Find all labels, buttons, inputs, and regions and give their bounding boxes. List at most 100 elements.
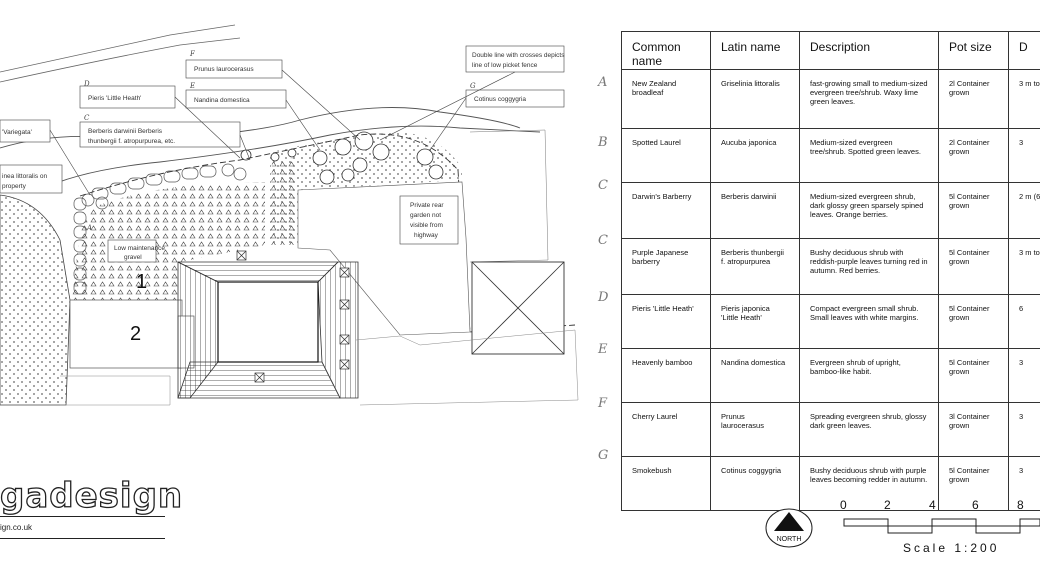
- label-garden: Private rear: [410, 202, 444, 209]
- cell-pot: 5l Container grown: [938, 348, 1009, 403]
- cell-description: Evergreen shrub of upright, bamboo-like …: [799, 348, 939, 403]
- table-row: Spotted Laurel Aucuba japonica Medium-si…: [621, 128, 1040, 183]
- table-row: Smokebush Cotinus coggygria Bushy decidu…: [621, 456, 1040, 511]
- label-nandina: Nandina domestica: [194, 97, 250, 104]
- cell-common: Cherry Laurel: [621, 402, 711, 457]
- house-core: [217, 281, 319, 363]
- table-row: Darwin's Barberry Berberis darwinii Medi…: [621, 182, 1040, 239]
- scale-caption: Scale 1:200: [903, 541, 1000, 555]
- cell-description: Medium-sized evergreen tree/shrub. Spott…: [799, 128, 939, 183]
- road-line: [0, 37, 241, 83]
- row-letter-a: A: [598, 75, 608, 90]
- label-prunus: Prunus laurocerasus: [194, 66, 254, 73]
- scale-bar: [843, 518, 1040, 534]
- row-letter-e: E: [598, 342, 608, 357]
- cell-d: 3: [1008, 402, 1040, 457]
- cell-d: 3: [1008, 128, 1040, 183]
- table-row: Pieris 'Little Heath' Pieris japonica 'L…: [621, 294, 1040, 349]
- cell-latin: Pieris japonica 'Little Heath': [710, 294, 800, 349]
- cell-description: Medium-sized evergreen shrub, dark gloss…: [799, 182, 939, 239]
- label-fence: Double line with crosses depicts: [472, 52, 565, 59]
- plant-schedule-table: Common name Latin name Description Pot s…: [621, 31, 1040, 511]
- planter-boxes: [236, 250, 350, 383]
- scale-tick-6: 6: [972, 498, 979, 512]
- label-pieris: Pieris 'Little Heath': [88, 95, 141, 102]
- label-variegata: 'Variegata': [2, 129, 32, 136]
- table-row: Purple Japanese barberry Berberis thunbe…: [621, 238, 1040, 295]
- driveway: [69, 299, 183, 369]
- cell-d: 3: [1008, 348, 1040, 403]
- decking-left: [177, 261, 219, 399]
- cell-latin: Berberis darwinii: [710, 182, 800, 239]
- row-letter-b: B: [598, 135, 608, 150]
- boundary-curve: [0, 107, 521, 149]
- table-row: New Zealand broadleaf Griselinia littora…: [621, 69, 1040, 129]
- scale-tick-2: 2: [884, 498, 891, 512]
- cell-description: Compact evergreen small shrub. Small lea…: [799, 294, 939, 349]
- row-letter-c2: C: [598, 233, 608, 248]
- label-letter-f: F: [189, 50, 196, 58]
- label-berberis-2: thunbergii f. atropurpurea, etc.: [88, 138, 175, 145]
- left-planting-bed: [0, 194, 71, 406]
- label-garden-3: visible from: [410, 222, 443, 229]
- shrubs: [240, 131, 444, 185]
- row-letter-f: F: [598, 396, 608, 411]
- cell-d: 3 m to: [1008, 238, 1040, 295]
- cell-pot: 5l Container grown: [938, 456, 1009, 511]
- logo-rule: [0, 516, 165, 517]
- row-letter-g: G: [598, 448, 609, 463]
- scale-tick-8: 8: [1017, 498, 1024, 512]
- cell-d: 2 m (6: [1008, 182, 1040, 239]
- north-label: NORTH: [777, 536, 802, 543]
- label-garden-4: highway: [414, 232, 439, 239]
- cell-common: Purple Japanese barberry: [621, 238, 711, 295]
- cell-latin: Berberis thunbergii f. atropurpurea: [710, 238, 800, 295]
- table-row: Heavenly bamboo Nandina domestica Evergr…: [621, 348, 1040, 403]
- cell-common: Pieris 'Little Heath': [621, 294, 711, 349]
- cell-latin: Cotinus coggygria: [710, 456, 800, 511]
- cell-pot: 2l Container grown: [938, 69, 1009, 129]
- header-description: Description: [799, 31, 939, 70]
- label-letter-g: G: [470, 82, 476, 90]
- cell-latin: Nandina domestica: [710, 348, 800, 403]
- table-row: Cherry Laurel Prunus laurocerasus Spread…: [621, 402, 1040, 457]
- cell-d: 6: [1008, 294, 1040, 349]
- label-letter-e: E: [189, 82, 195, 90]
- header-d: D: [1008, 31, 1040, 70]
- company-url: ign.co.uk: [0, 523, 33, 532]
- cell-d: 3 m to: [1008, 69, 1040, 129]
- cell-pot: 5l Container grown: [938, 238, 1009, 295]
- label-fence-2: line of low picket fence: [472, 62, 538, 69]
- cell-pot: 3l Container grown: [938, 402, 1009, 457]
- header-latin-name: Latin name: [710, 31, 800, 70]
- boundary-curve: [39, 125, 541, 191]
- label-letter-d: D: [83, 80, 90, 88]
- cell-pot: 5l Container grown: [938, 294, 1009, 349]
- road-line: [0, 24, 236, 73]
- north-arrow-icon: NORTH: [765, 508, 813, 548]
- cell-description: Bushy deciduous shrub with reddish-purpl…: [799, 238, 939, 295]
- picket-fence: [79, 133, 576, 333]
- annotation-labels: [0, 45, 565, 263]
- cell-common: Darwin's Barberry: [621, 182, 711, 239]
- scale-tick-0: 0: [840, 498, 847, 512]
- cell-latin: Aucuba japonica: [710, 128, 800, 183]
- gravel-area-1: [72, 182, 265, 300]
- company-logo: gadesign: [0, 475, 184, 516]
- cell-common: Heavenly bamboo: [621, 348, 711, 403]
- cell-latin: Griselinia littoralis: [710, 69, 800, 129]
- cell-description: fast-growing small to medium-sized everg…: [799, 69, 939, 129]
- cell-pot: 5l Container grown: [938, 182, 1009, 239]
- row-letter-c: C: [598, 178, 608, 193]
- label-property: property: [2, 183, 27, 190]
- row-letter-d: D: [598, 290, 609, 305]
- header-common-name: Common name: [621, 31, 711, 70]
- label-gravel: Low maintenance: [114, 245, 165, 252]
- label-gravel-2: gravel: [124, 254, 142, 261]
- cell-common: New Zealand broadleaf: [621, 69, 711, 129]
- header-pot-size: Pot size: [938, 31, 1009, 70]
- cell-description: Bushy deciduous shrub with purple leaves…: [799, 456, 939, 511]
- table-header-row: Common name Latin name Description Pot s…: [621, 31, 1040, 70]
- logo-rule: [0, 538, 165, 539]
- leader-lines: [49, 69, 516, 196]
